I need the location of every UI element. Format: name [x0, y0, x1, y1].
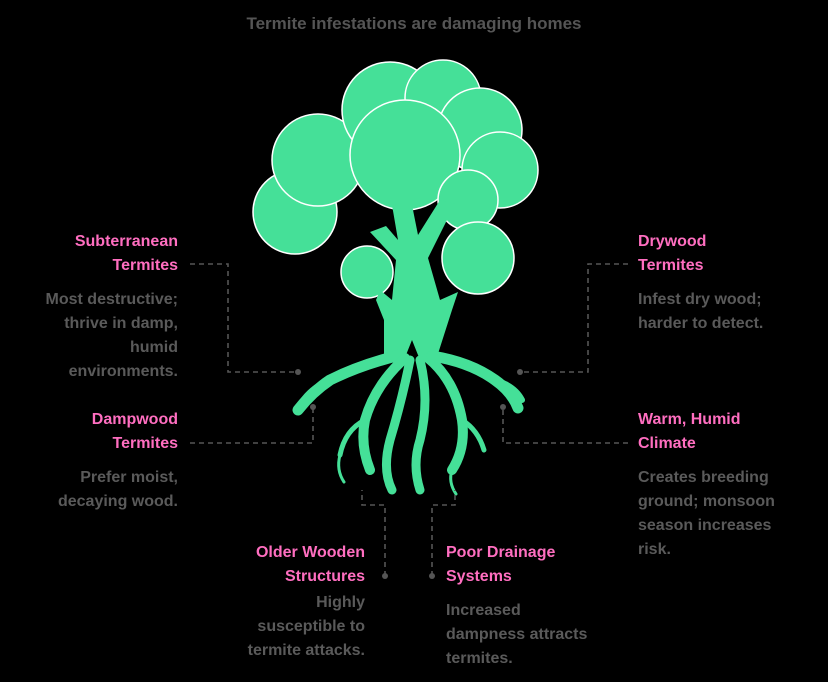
description-poor-drainage-systems: Increased dampness attracts termites.	[446, 602, 588, 667]
connector-lines	[190, 263, 628, 576]
label-poor-drainage-systems: Poor Drainage Systems Increased dampness…	[446, 541, 626, 671]
label-dampwood-termites: Dampwood Termites Prefer moist, decaying…	[0, 408, 178, 514]
description-older-wooden-structures: Highly susceptible to termite attacks.	[247, 594, 365, 659]
heading-older-wooden-structures: Older Wooden Structures	[255, 544, 365, 585]
label-older-wooden-structures: Older Wooden Structures Highly susceptib…	[185, 541, 365, 663]
label-drywood-termites: Drywood Termites Infest dry wood; harder…	[638, 230, 818, 336]
description-dampwood-termites: Prefer moist, decaying wood.	[57, 469, 178, 510]
connector-dampwood	[190, 407, 314, 444]
connector-poor-drainage	[431, 490, 456, 576]
heading-dampwood-termites: Dampwood Termites	[91, 411, 178, 452]
description-subterranean-termites: Most destructive; thrive in damp, humid …	[45, 291, 178, 380]
description-warm-humid-climate: Creates breeding ground; monsoon season …	[638, 469, 775, 558]
connector-older-wooden	[361, 490, 386, 576]
connector-warm-humid	[502, 407, 628, 444]
heading-subterranean-termites: Subterranean Termites	[74, 233, 178, 274]
heading-warm-humid-climate: Warm, Humid Climate	[638, 411, 741, 452]
heading-drywood-termites: Drywood Termites	[638, 233, 707, 274]
label-warm-humid-climate: Warm, Humid Climate Creates breeding gro…	[638, 408, 823, 562]
connector-drywood	[520, 263, 628, 373]
tree-canopy	[252, 59, 539, 299]
tree-trunk	[370, 200, 458, 360]
connector-subterranean	[190, 263, 298, 373]
diagram-title: Termite infestations are damaging homes	[246, 14, 582, 33]
heading-poor-drainage-systems: Poor Drainage Systems	[446, 544, 556, 585]
label-subterranean-termites: Subterranean Termites Most destructive; …	[0, 230, 178, 384]
tree-roots	[292, 349, 525, 496]
description-drywood-termites: Infest dry wood; harder to detect.	[638, 291, 764, 332]
connector-dots	[295, 369, 523, 579]
